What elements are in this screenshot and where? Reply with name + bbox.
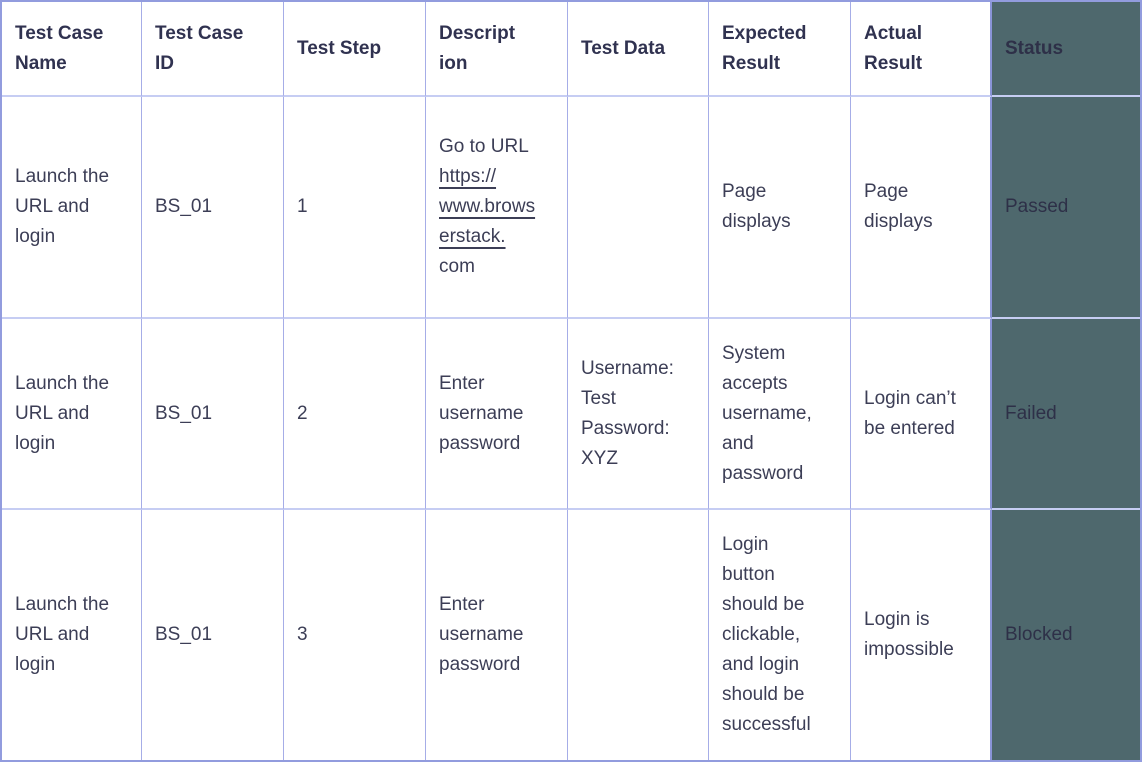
cell-expected-result: Page displays [709, 97, 851, 319]
column-header-status: Status [992, 2, 1140, 97]
column-header-test-step: Test Step [284, 2, 426, 97]
cell-expected-result: Login button should be clickable, and lo… [709, 510, 851, 760]
cell-test-case-id: BS_01 [142, 510, 284, 760]
table-row: Launch the URL and login BS_01 2 Enter u… [2, 319, 1140, 510]
description-text: Go to URL [439, 136, 529, 157]
cell-test-case-name: Launch the URL and login [2, 319, 142, 510]
cell-expected-result: System accepts username, and password [709, 319, 851, 510]
column-header-test-case-id: Test Case ID [142, 2, 284, 97]
cell-actual-result: Page displays [851, 97, 992, 319]
cell-description: Enter username password [426, 510, 568, 760]
cell-test-step: 2 [284, 319, 426, 510]
cell-description: Go to URL https:// www.brows erstack. co… [426, 97, 568, 319]
table-row: Launch the URL and login BS_01 3 Enter u… [2, 510, 1140, 760]
column-header-actual-result: Actual Result [851, 2, 992, 97]
cell-test-case-id: BS_01 [142, 319, 284, 510]
header-row: Test Case Name Test Case ID Test Step De… [2, 2, 1140, 97]
cell-test-step: 3 [284, 510, 426, 760]
cell-actual-result: Login can’t be entered [851, 319, 992, 510]
column-header-description: Descript ion [426, 2, 568, 97]
column-header-expected-result: Expected Result [709, 2, 851, 97]
cell-test-case-id: BS_01 [142, 97, 284, 319]
column-header-test-case-name: Test Case Name [2, 2, 142, 97]
cell-actual-result: Login is impossible [851, 510, 992, 760]
table-row: Launch the URL and login BS_01 1 Go to U… [2, 97, 1140, 319]
description-text-suffix: com [439, 256, 475, 277]
cell-description: Enter username password [426, 319, 568, 510]
cell-test-data [568, 97, 709, 319]
cell-test-case-name: Launch the URL and login [2, 97, 142, 319]
browserstack-url-link[interactable]: https:// www.brows erstack. [439, 166, 536, 247]
column-header-test-data: Test Data [568, 2, 709, 97]
status-badge: Passed [992, 97, 1140, 319]
status-badge: Blocked [992, 510, 1140, 760]
cell-test-data [568, 510, 709, 760]
cell-test-case-name: Launch the URL and login [2, 510, 142, 760]
cell-test-data: Username: Test Password: XYZ [568, 319, 709, 510]
status-badge: Failed [992, 319, 1140, 510]
cell-test-step: 1 [284, 97, 426, 319]
